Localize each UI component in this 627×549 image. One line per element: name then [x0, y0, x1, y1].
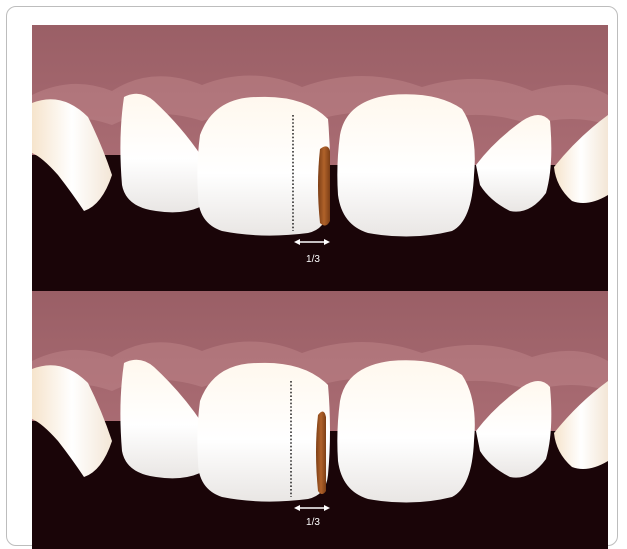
bottom-measurement-label: 1/3 [306, 517, 320, 528]
top-measurement-label: 1/3 [306, 254, 320, 265]
bottom-panel [32, 291, 608, 549]
bottom-stain [316, 411, 326, 494]
top-stain [318, 146, 330, 225]
top-panel [32, 25, 608, 292]
